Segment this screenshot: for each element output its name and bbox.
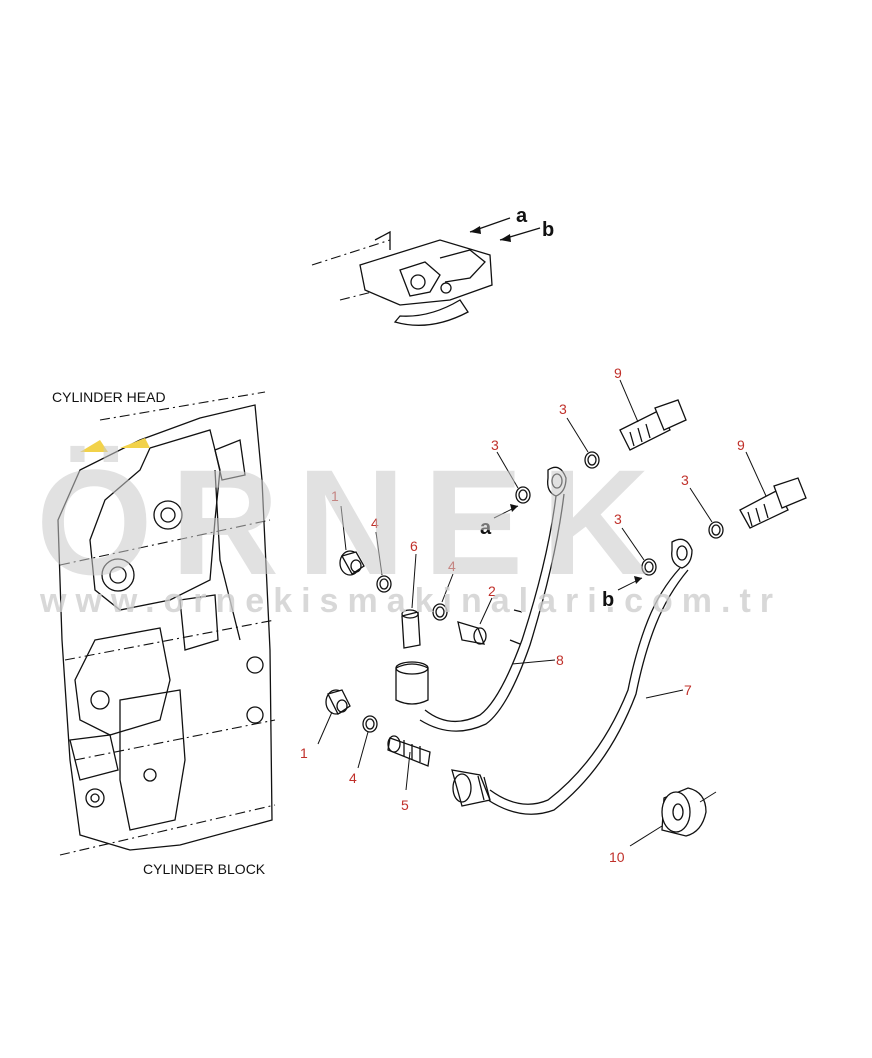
part-9-bolt-upper	[619, 399, 687, 451]
part-3-washer-c	[641, 558, 657, 576]
arrow-a-label: a	[480, 517, 492, 539]
callout-9-upper: 9	[614, 365, 622, 381]
part-3-washer-d	[708, 521, 724, 539]
view-b-label: b	[542, 219, 554, 241]
callout-1-lower: 1	[300, 745, 308, 761]
part-3-washer-a	[515, 486, 531, 504]
callout-3-c: 3	[681, 472, 689, 488]
callout-4-lower: 4	[349, 770, 357, 786]
callout-5: 5	[401, 797, 409, 813]
part-8-tube	[419, 466, 567, 732]
watermark-url: www.ornekismakinalari.com.tr	[39, 582, 782, 620]
callout-8: 8	[556, 652, 564, 668]
accent-mark	[120, 438, 150, 448]
accent-mark	[80, 440, 108, 452]
part-10-cap	[661, 787, 717, 837]
callout-1-upper: 1	[331, 488, 339, 504]
cylinder-block-label: CYLINDER BLOCK	[143, 861, 266, 877]
callouts: 1 1 2 3 3 3 3 4 4 4 5 6 7 8 9 9 10	[300, 365, 745, 865]
arrow-b-label: b	[602, 589, 614, 611]
view-a-label: a	[516, 205, 528, 227]
cylinder-block-sketch: CYLINDER HEAD CYLINDER BLOCK	[52, 389, 276, 877]
part-1-upper	[339, 550, 365, 576]
cylinder-head-label: CYLINDER HEAD	[52, 389, 166, 405]
callout-10: 10	[609, 849, 625, 865]
callout-2: 2	[488, 583, 496, 599]
callout-4-mid: 4	[448, 558, 456, 574]
watermark: ÖRNEK www.ornekismakinalari.com.tr	[36, 438, 782, 620]
top-detail-view: a b	[311, 205, 554, 326]
callout-3-a: 3	[491, 437, 499, 453]
callout-3-b: 3	[559, 401, 567, 417]
callout-6: 6	[410, 538, 418, 554]
part-4-washer-lower	[362, 715, 378, 733]
callout-9-lower: 9	[737, 437, 745, 453]
parts: a b	[325, 399, 807, 837]
callout-4-upper: 4	[371, 515, 379, 531]
leader-lines	[317, 379, 767, 847]
part-1-lower	[325, 689, 351, 715]
part-6-nipple	[395, 609, 429, 705]
part-4-washer-mid	[432, 603, 448, 621]
watermark-brand: ÖRNEK	[36, 438, 668, 606]
part-2-bolt	[457, 621, 487, 645]
part-4-washer-upper	[376, 575, 392, 593]
callout-3-d: 3	[614, 511, 622, 527]
part-7-tube	[451, 538, 693, 815]
part-9-bolt-lower	[739, 477, 807, 529]
part-5-connector	[387, 735, 431, 767]
part-3-washer-b	[584, 451, 600, 469]
callout-7: 7	[684, 682, 692, 698]
